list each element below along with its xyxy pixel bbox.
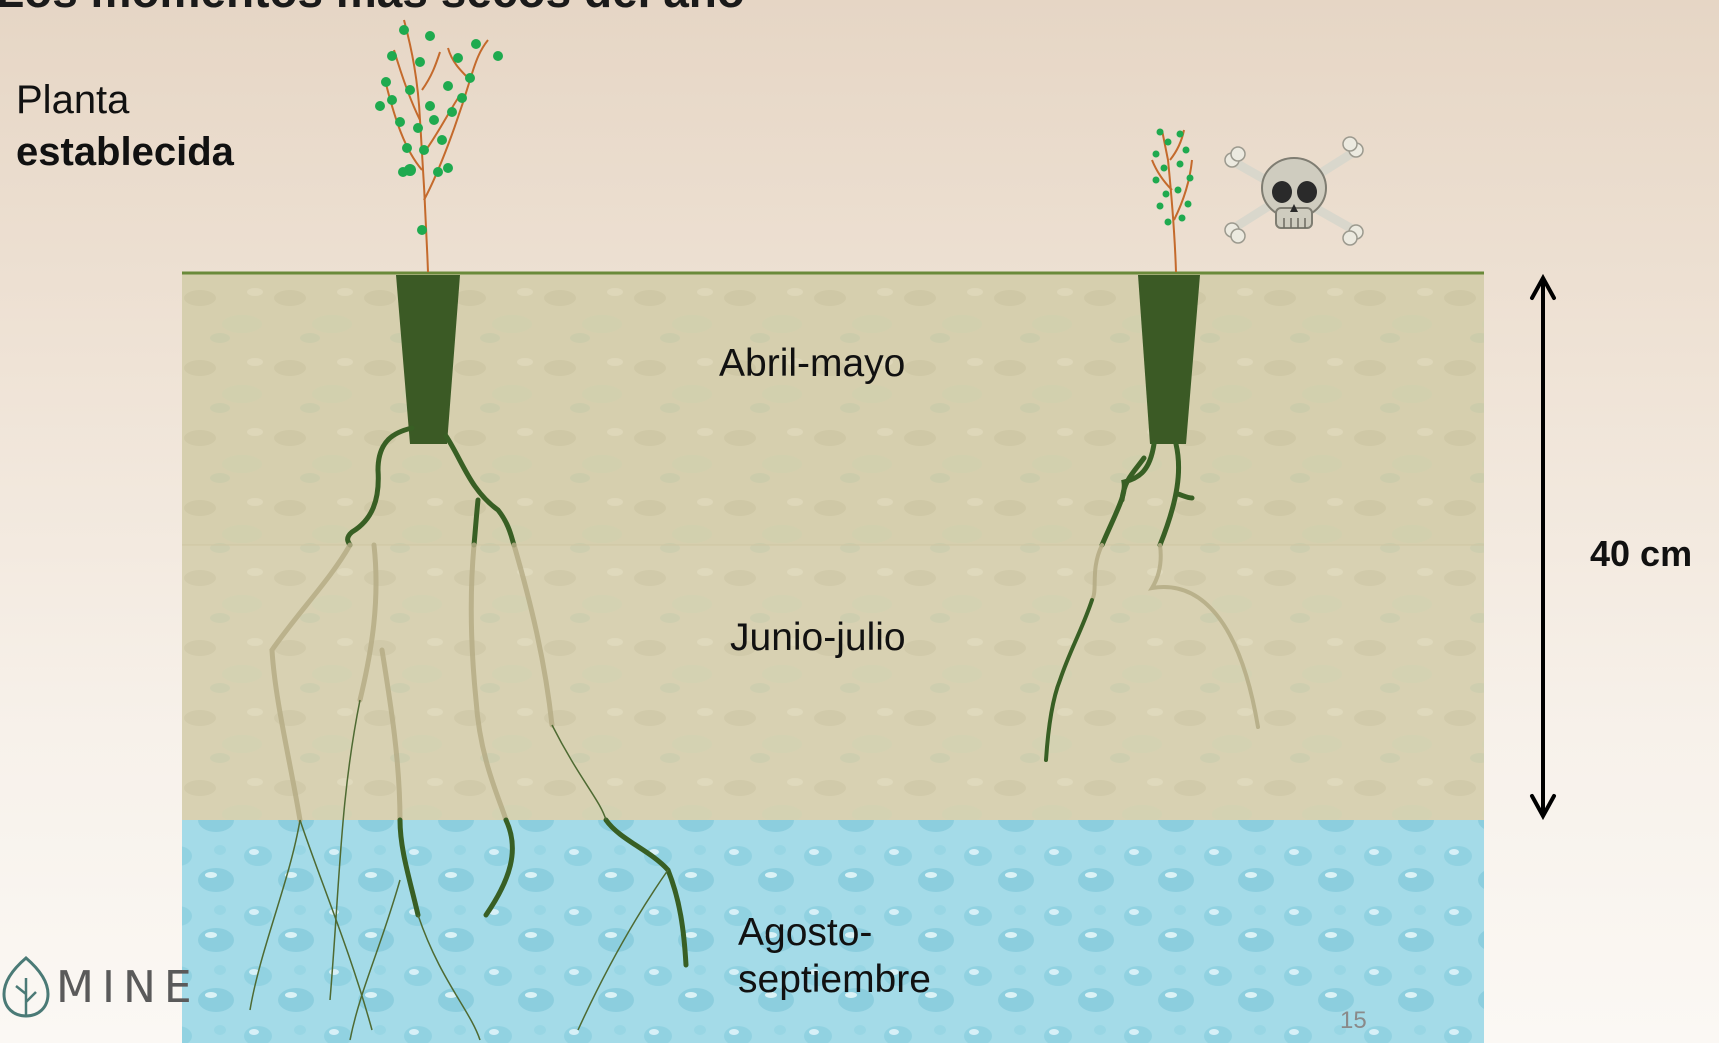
skull-crossbones-icon [1225, 137, 1363, 245]
logo-leaf-icon [0, 954, 52, 1020]
logo: MINE [0, 954, 200, 1020]
season-label-april-may: Abril-mayo [719, 340, 905, 387]
page-number: 15 [1340, 1007, 1367, 1035]
season-label-august-september: Agosto- septiembre [738, 909, 931, 1003]
soil-layer-1 [182, 273, 1484, 545]
depth-label: 40 cm [1590, 533, 1692, 575]
season-label-june-july: Junio-julio [730, 614, 906, 661]
depth-arrow [1532, 278, 1554, 816]
logo-text: MINE [56, 962, 200, 1013]
